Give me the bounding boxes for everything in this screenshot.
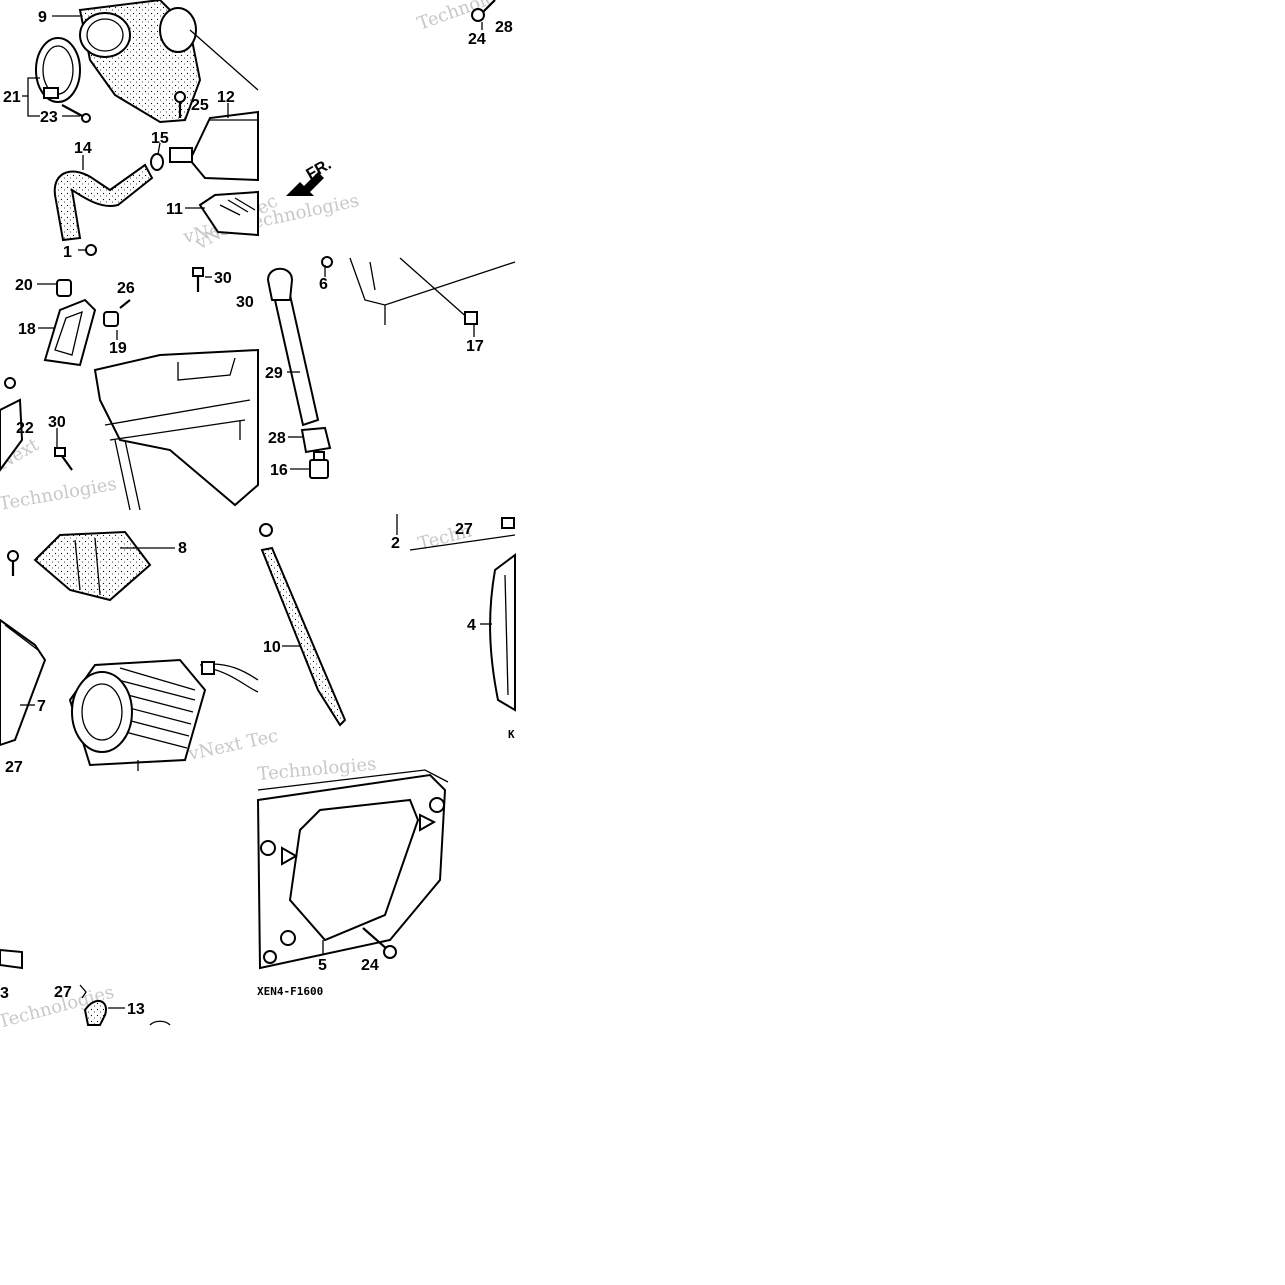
callout-7: 7 (37, 698, 46, 715)
callout-28-top: 28 (495, 19, 513, 36)
watermark-text: vNext Tec (186, 725, 280, 765)
bolt-30-a (192, 267, 204, 292)
diagram-code: XEN4-F1600 (257, 985, 323, 998)
callout-15: 15 (151, 130, 169, 147)
pin-26 (119, 299, 131, 309)
callout-14: 14 (74, 140, 92, 157)
direction-arrow: FR. (286, 156, 334, 196)
screw-top-left (7, 550, 19, 576)
callout-21: 21 (3, 89, 21, 106)
callout-30-c: 30 (48, 414, 66, 431)
callout-25: 25 (191, 97, 209, 114)
leader-lines (20, 15, 492, 1009)
bracket-3 (0, 948, 23, 970)
callout-3: 3 (0, 985, 9, 1002)
callout-19: 19 (109, 340, 127, 357)
air-cleaner-cover-5 (256, 769, 449, 970)
callout-9: 9 (38, 9, 47, 26)
callout-23: 23 (40, 109, 58, 126)
breather-hose-14 (53, 163, 154, 242)
clamp-screw (61, 104, 91, 123)
callout-26: 26 (117, 280, 135, 297)
crankcase-breather-cover-12 (169, 110, 259, 182)
callout-13: 13 (127, 1001, 145, 1018)
callout-18: 18 (18, 321, 36, 338)
watermark-text: Technologies (257, 754, 378, 785)
hose-clamp (35, 37, 81, 103)
hose-13 (83, 1000, 171, 1026)
callout-6: 6 (319, 276, 328, 293)
callout-8: 8 (178, 540, 187, 557)
plug-16 (309, 451, 329, 479)
watermark-text: Technolo (415, 0, 499, 35)
leader-2 (396, 514, 516, 551)
callout-30-a: 30 (214, 270, 232, 287)
clip-28-middle (300, 426, 332, 454)
direction-arrow-label: FR. (304, 156, 335, 184)
callout-2: 2 (391, 535, 400, 552)
bolt-25 (174, 91, 186, 118)
callout-28-mid: 28 (268, 430, 286, 447)
bolt-27-right (501, 517, 515, 529)
callout-24-top: 24 (468, 31, 486, 48)
bolt-24-top (471, 0, 496, 22)
callout-12: 12 (217, 89, 235, 106)
case-edge-7 (0, 618, 47, 747)
callout-1: 1 (63, 244, 72, 261)
hose-10 (259, 523, 347, 727)
bolt-24-bottom (362, 927, 397, 959)
callout-29: 29 (265, 365, 283, 382)
watermark-text: K (508, 728, 515, 741)
callout-16: 16 (270, 462, 288, 479)
bracket-22 (0, 377, 24, 472)
callout-10: 10 (263, 639, 281, 656)
air-filter-element (68, 658, 207, 767)
callout-22: 22 (16, 420, 34, 437)
drain-tube-29 (266, 267, 320, 427)
reed-valve-11 (198, 190, 259, 237)
watermark-text: Technologies (0, 474, 118, 515)
callout-27-b: 27 (455, 521, 473, 538)
duct-18 (43, 298, 97, 367)
callout-11: 11 (166, 201, 183, 218)
air-cleaner-case (93, 348, 259, 511)
rubber-19 (103, 311, 119, 327)
callout-labels: 9 21 23 14 15 25 12 11 1 24 28 20 26 30 … (0, 9, 513, 1018)
callout-20: 20 (15, 277, 33, 294)
callout-30-b: 30 (236, 294, 254, 311)
cover-edge-top (349, 257, 516, 325)
bolt-30-b (54, 447, 73, 471)
callout-27-a: 27 (5, 759, 23, 776)
callout-4: 4 (467, 617, 476, 634)
callout-5: 5 (318, 957, 327, 974)
callout-24-bottom: 24 (361, 957, 379, 974)
nut-6 (321, 256, 333, 268)
callout-27-c: 27 (54, 984, 72, 1001)
grommet-20 (56, 279, 72, 297)
clip-27-bottom (79, 984, 87, 999)
callout-17: 17 (466, 338, 484, 355)
o-ring-15 (150, 153, 164, 171)
cover-4-edge (489, 553, 516, 712)
breather-case-8 (33, 530, 152, 602)
clip-1 (78, 244, 97, 256)
intake-boot (78, 0, 259, 124)
band-strap (199, 661, 259, 693)
